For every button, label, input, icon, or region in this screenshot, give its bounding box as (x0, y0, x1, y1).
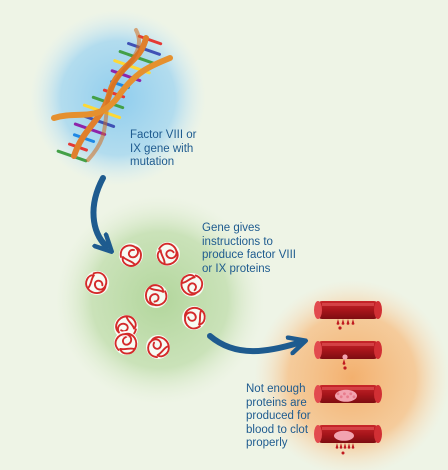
blood-vessel-icon (314, 341, 382, 370)
protein-coil-icon (114, 331, 138, 355)
caption-line: Not enough (246, 383, 306, 395)
caption-line: IX gene with (130, 142, 194, 155)
blood-vessel-icon (314, 425, 382, 455)
protein-coil-icon (119, 243, 143, 267)
protein-coil-icon (156, 242, 180, 266)
caption-line: produce factor VIII (202, 249, 296, 261)
gene-instructions-caption: Gene gives instructions to produce facto… (202, 222, 322, 276)
protein-cluster (85, 242, 206, 359)
caption-line: or IX proteins (202, 262, 271, 275)
protein-coil-icon (85, 271, 109, 295)
caption-line: mutation (130, 156, 175, 168)
arrow-gene-to-protein (90, 175, 106, 246)
blood-vessel-icon (314, 385, 382, 403)
protein-coil-icon (182, 306, 206, 330)
caption-line: properly (246, 437, 288, 449)
blood-vessel-icon (314, 301, 382, 330)
protein-coil-icon (144, 284, 168, 308)
protein-coil-icon (180, 273, 204, 297)
gene-mutation-caption: Factor VIII or IX gene with mutation (130, 129, 240, 170)
caption-line: produced for (246, 410, 311, 422)
caption-line: Factor VIII or (130, 129, 197, 141)
blood-vessel-group (314, 301, 382, 455)
caption-line: proteins are (246, 396, 307, 409)
caption-line: instructions to (202, 235, 273, 248)
dna-rung (137, 34, 163, 46)
clotting-caption: Not enough proteins are produced for blo… (246, 383, 356, 451)
dna-helix-icon (51, 28, 173, 163)
caption-line: blood to clot (246, 423, 309, 436)
arrow-protein-to-vessel (207, 333, 298, 351)
vessel-glow (254, 280, 448, 470)
caption-line: Gene gives (202, 222, 261, 234)
protein-coil-icon (146, 335, 170, 359)
